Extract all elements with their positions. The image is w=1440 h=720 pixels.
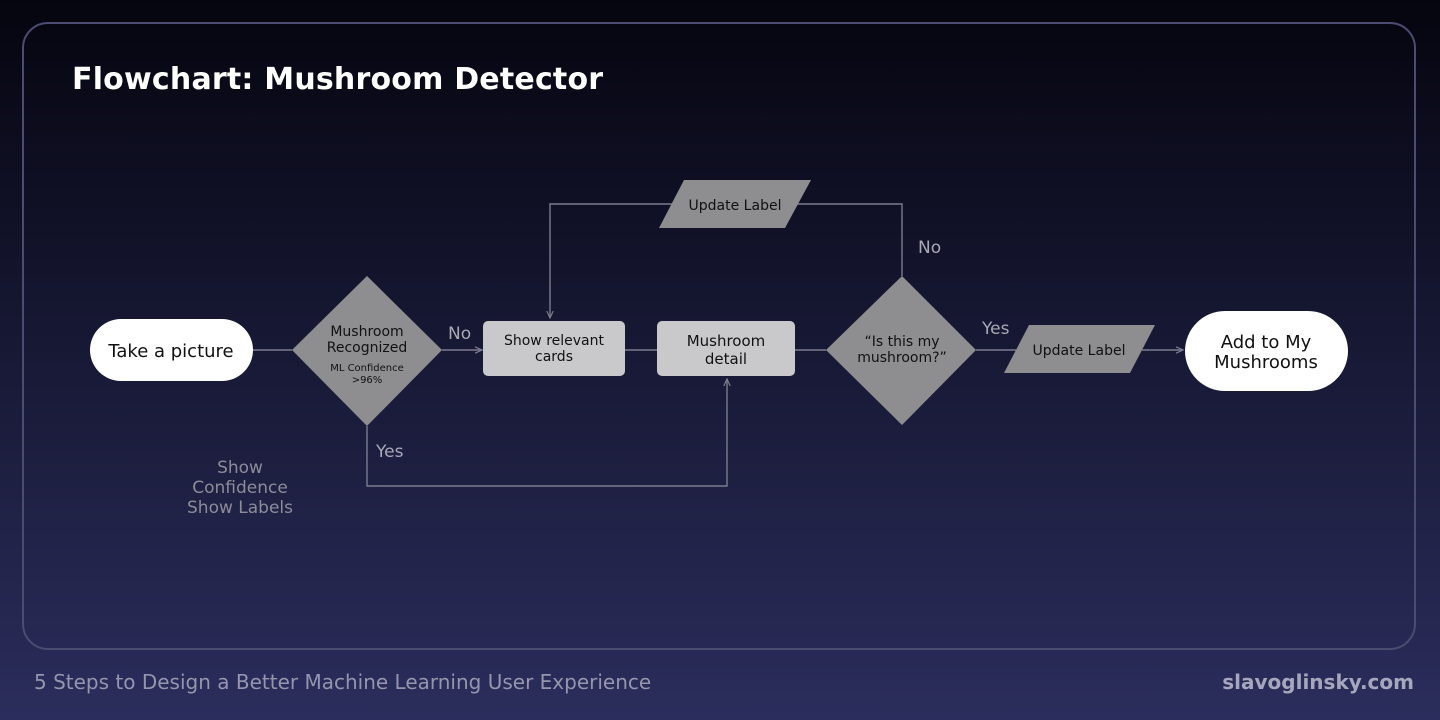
edge-recognized-yes [366, 379, 727, 487]
side-note-line: Show Labels [187, 498, 293, 518]
edge-label-mine-no: No [918, 238, 941, 258]
decision-shape [292, 276, 442, 426]
decision-shape [826, 276, 976, 425]
node-update-label-top: Update Label [659, 180, 811, 228]
diagram-title: Flowchart: Mushroom Detector [72, 62, 604, 97]
node-mushroom-recognized-line3: ML Confidence [330, 363, 404, 374]
edge-label-mine-yes: Yes [981, 319, 1010, 339]
side-note-line: Confidence [192, 478, 288, 498]
connectors [252, 203, 1183, 487]
node-mushroom-recognized-line2: Recognized [327, 340, 407, 356]
edge-update-to-cards [550, 203, 672, 318]
io-shape [1004, 325, 1155, 373]
edge-mine-no [797, 203, 903, 276]
node-mushroom-detail-line2: detail [705, 350, 747, 368]
node-show-relevant-cards-line1: Show relevant [504, 333, 605, 349]
node-mushroom-detail: Mushroom detail [657, 321, 795, 376]
terminal-shape [1185, 311, 1348, 391]
process-shape [483, 321, 625, 376]
node-add-to-my-mushrooms-line2: Mushrooms [1214, 352, 1318, 373]
io-shape [659, 180, 811, 228]
node-update-label-right: Update Label [1004, 325, 1155, 373]
terminal-shape [90, 319, 253, 381]
side-note: Show Confidence Show Labels [160, 458, 320, 518]
node-update-label-top-label: Update Label [689, 198, 782, 214]
side-note-line: Show [217, 458, 263, 478]
node-mushroom-detail-line1: Mushroom [687, 332, 766, 350]
node-mushroom-recognized-line1: Mushroom [330, 324, 403, 340]
node-take-picture: Take a picture [90, 319, 253, 381]
node-is-this-my-mushroom: “Is this my mushroom?” [826, 276, 976, 425]
node-add-to-my-mushrooms-line1: Add to My [1221, 332, 1312, 353]
diagram-frame [22, 22, 1416, 650]
node-take-picture-label: Take a picture [107, 341, 233, 362]
node-mushroom-recognized: Mushroom Recognized ML Confidence >96% [292, 276, 442, 426]
node-show-relevant-cards-line2: cards [535, 349, 573, 365]
footer-article-title: 5 Steps to Design a Better Machine Learn… [34, 670, 652, 694]
footer-site-link[interactable]: slavoglinsky.com [1222, 670, 1414, 694]
node-show-relevant-cards: Show relevant cards [483, 321, 625, 376]
node-update-label-right-label: Update Label [1033, 343, 1126, 359]
node-mushroom-recognized-line4: >96% [352, 375, 383, 386]
node-is-this-my-mushroom-line2: mushroom?” [857, 350, 947, 366]
node-is-this-my-mushroom-line1: “Is this my [864, 334, 939, 350]
node-add-to-my-mushrooms: Add to My Mushrooms [1185, 311, 1348, 391]
process-shape [657, 321, 795, 376]
edge-label-recognized-yes: Yes [375, 442, 404, 462]
edge-label-recognized-no: No [448, 324, 471, 344]
